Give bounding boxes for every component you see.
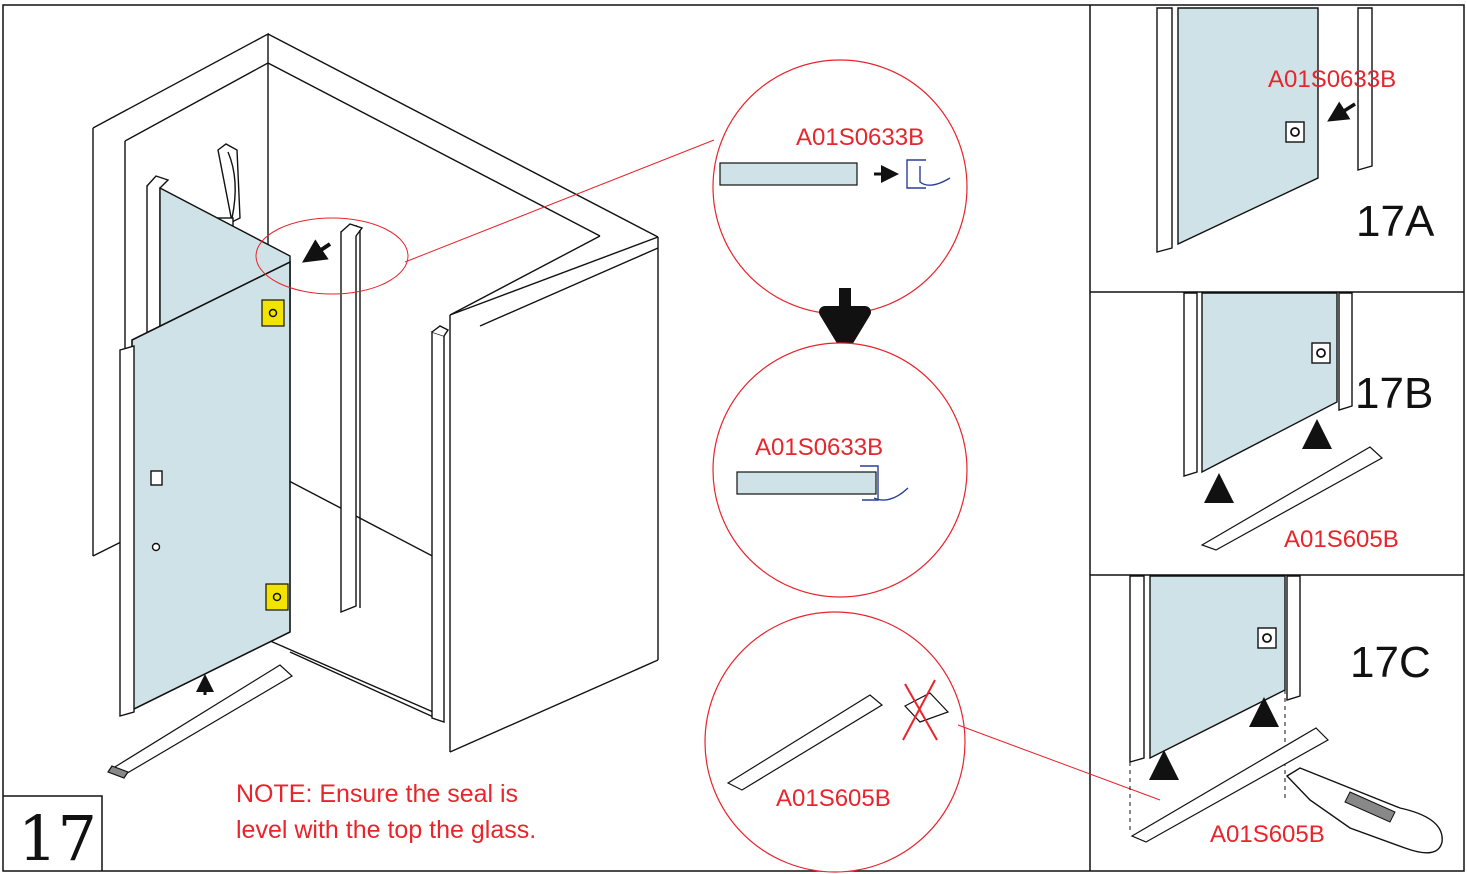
panel-a-hinge-icon [1285,121,1305,143]
panel-a-part: A01S0633B [1268,66,1396,93]
panel-17b: 17B A01S605B [1183,292,1433,553]
door-hinges [261,299,289,611]
detail-leader-line [404,139,715,263]
panel-c-hinge-icon [1257,627,1277,649]
bottom-seal-callout [726,694,884,791]
lower-hinge-icon [265,583,289,611]
bottom-seal-main [107,664,294,779]
panel-b-glass [1201,292,1338,474]
callout-bottom-part: A01S605B [776,785,891,812]
seal-profile-icon [906,159,951,189]
down-arrow-icon [819,288,871,351]
panel-c-label: 17C [1350,638,1431,687]
panel-a-arrow-icon [1327,101,1356,122]
cross-mark-icon-2 [902,679,936,741]
callout-middle-part: A01S0633B [755,434,883,461]
door-handle-icon [150,470,163,552]
step-number: 17 [18,802,97,874]
step-number-box: 17 [3,795,103,874]
detail-highlight [255,217,409,295]
panel-b-hinge-icon [1311,342,1331,364]
note-line-1: NOTE: Ensure the seal is [236,780,518,808]
shower-enclosure-illustration [92,32,659,753]
door-glass-panel [131,260,291,712]
panel-b-part: A01S605B [1284,526,1399,553]
callout-bottom-leader [957,724,1161,801]
panel-c-part: A01S605B [1210,821,1325,848]
cross-mark-icon [904,683,938,741]
callout-top: A01S0633B [712,59,968,315]
fitted-seal-icon [860,465,909,501]
panel-a-glass [1177,7,1319,246]
panel-17a: A01S0633B 17A [1156,7,1435,253]
panel-c-glass [1149,575,1286,760]
panel-17c: 17C A01S605B [1129,575,1443,854]
callout-middle: A01S0633B [712,342,968,598]
panel-b-label: 17B [1355,369,1433,418]
panel-b-seal [1200,446,1384,551]
note-line-2: level with the top the glass. [236,816,536,844]
callout-top-part: A01S0633B [796,124,924,151]
door-side-profile [119,345,135,717]
glass-with-seal [736,471,877,495]
callout-bottom: A01S605B [704,611,966,873]
outer-frame [2,4,1465,872]
insert-arrow-icon [302,239,332,263]
glass-edge [719,162,858,186]
panel-c-seal [1130,727,1329,843]
panel-a-label: 17A [1356,197,1435,246]
upper-hinge-icon [261,299,285,327]
